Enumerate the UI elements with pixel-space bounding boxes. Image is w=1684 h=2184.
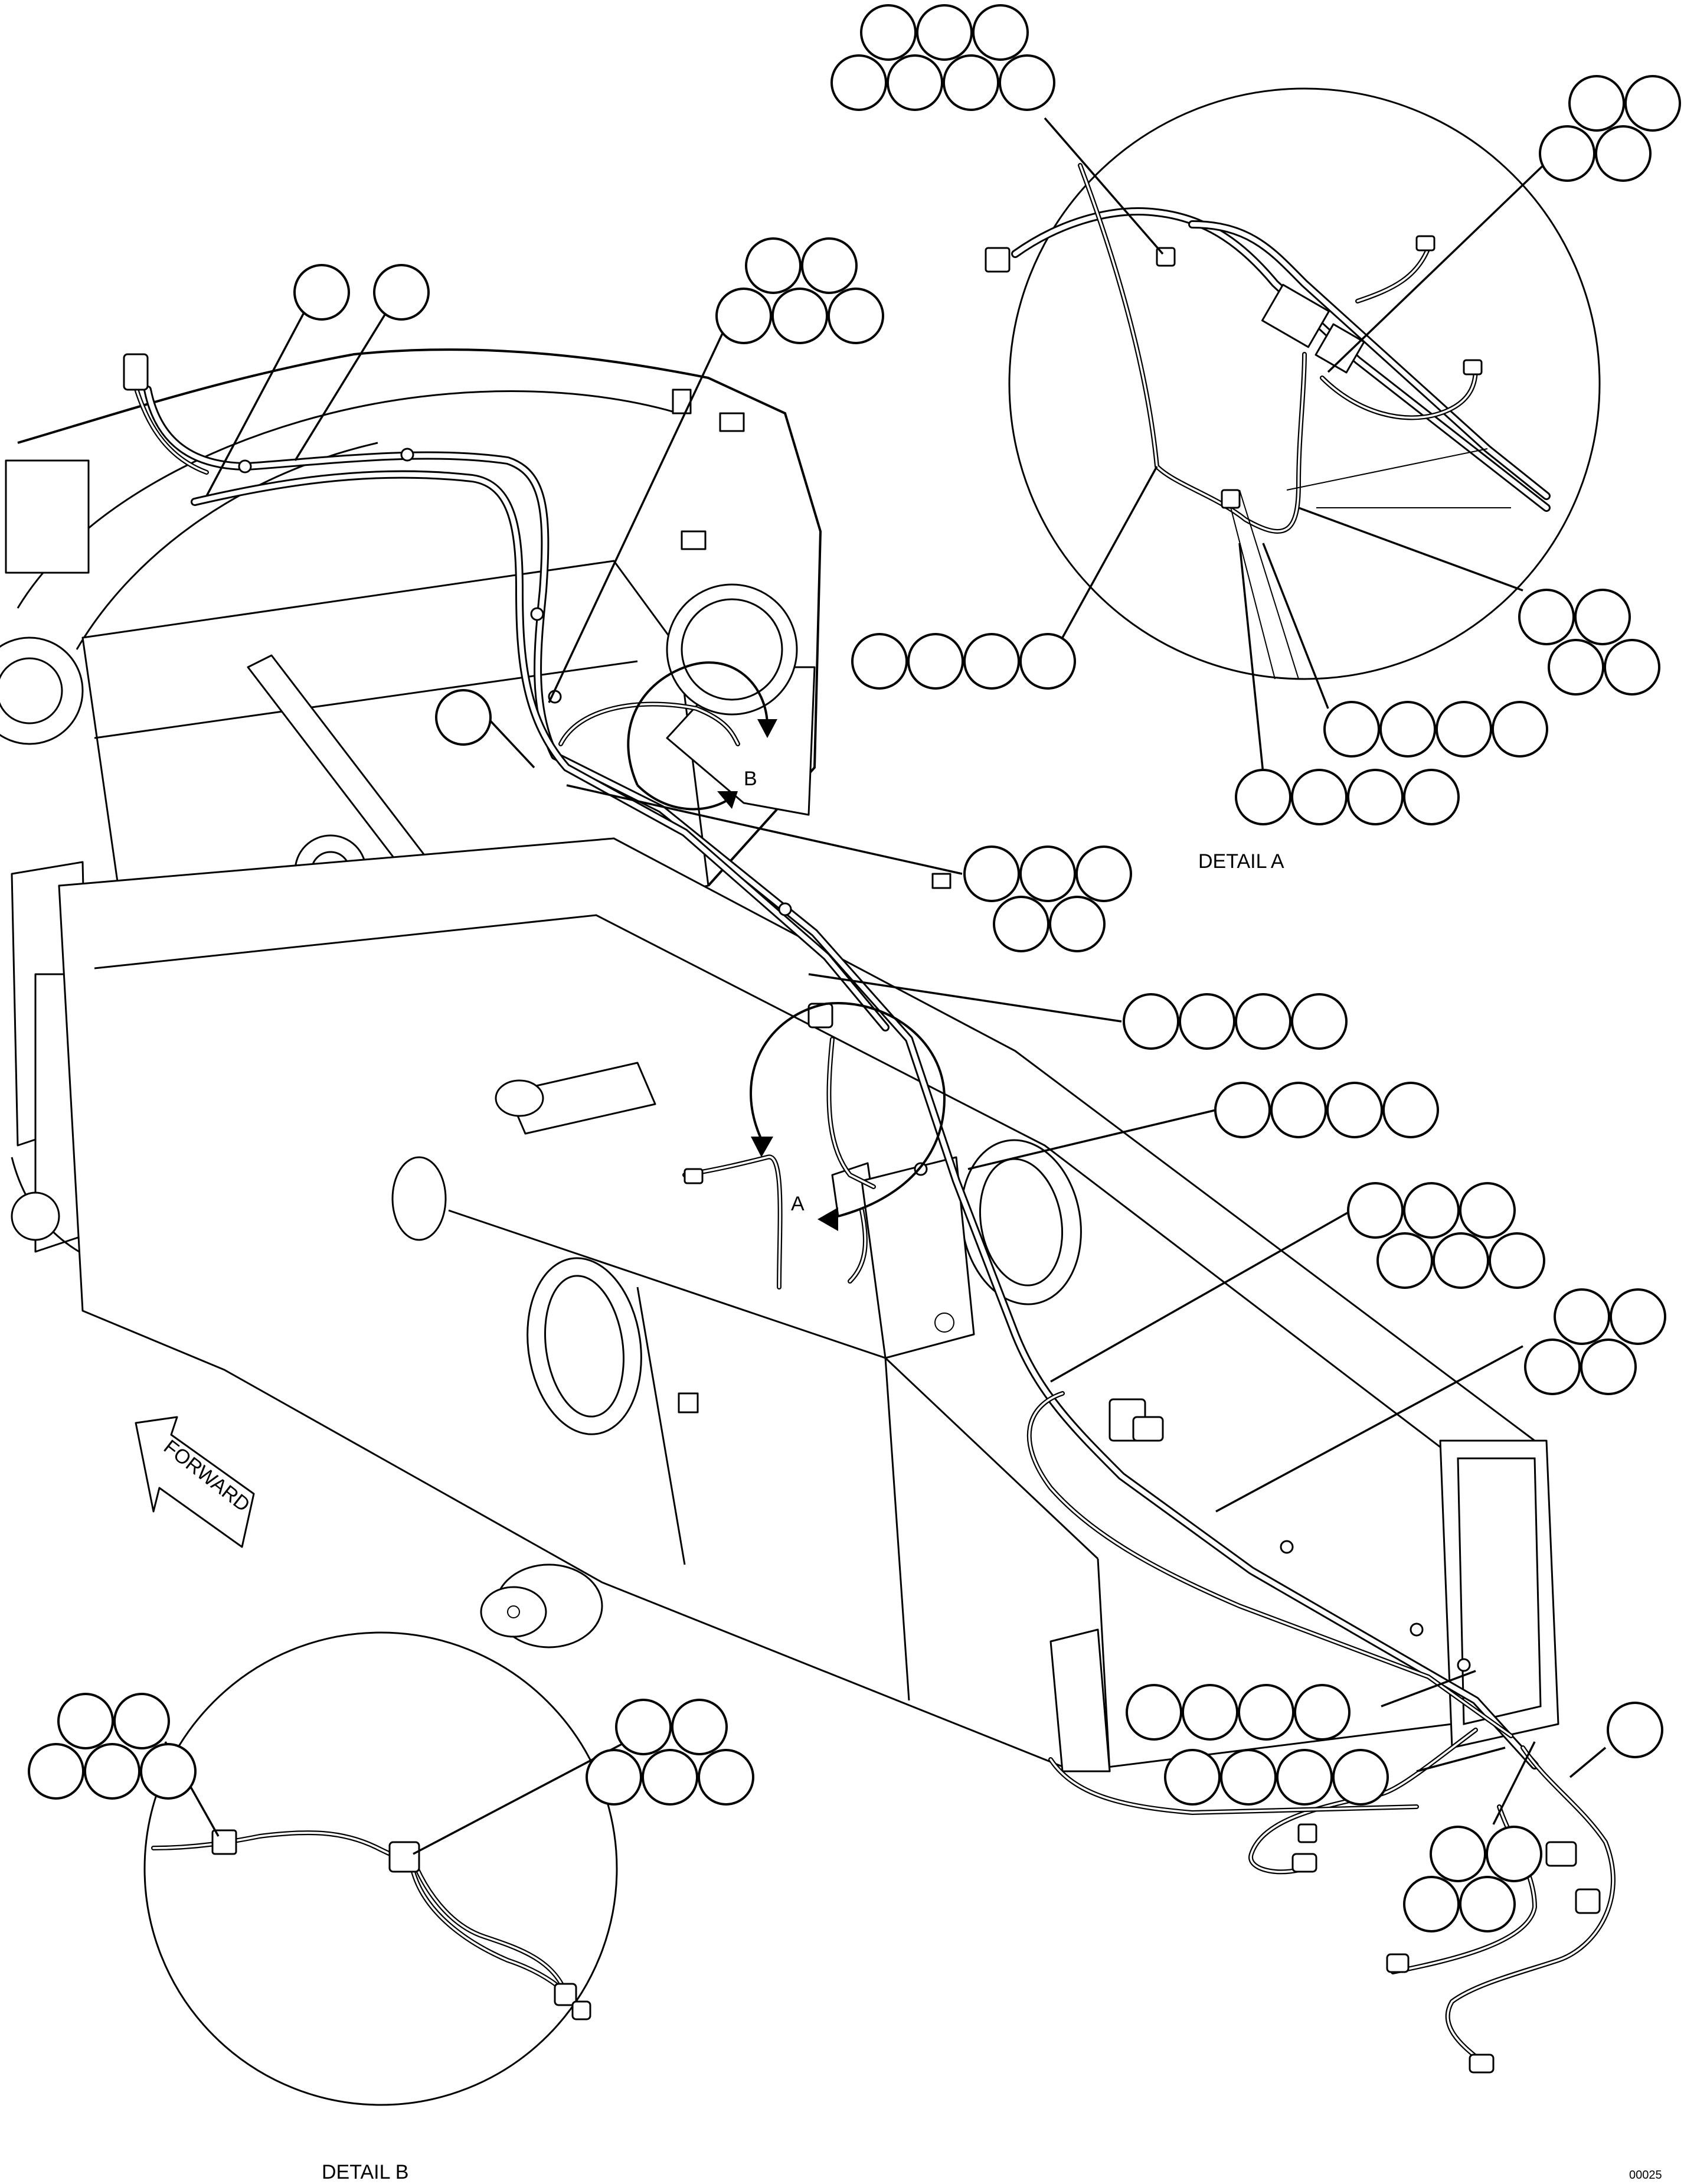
detail-b: DETAIL B — [143, 1631, 618, 2183]
detail-b-label: DETAIL B — [322, 2161, 408, 2183]
electrical-harness — [123, 353, 1616, 2074]
detail-a-label: DETAIL A — [1198, 850, 1284, 873]
view-a-label: A — [791, 1193, 805, 1215]
callout-leaders — [164, 117, 1607, 1855]
view-b-indicator: B — [627, 661, 777, 811]
machine-frame — [0, 348, 1559, 1772]
drawing-number: 00025 — [1629, 2169, 1662, 2182]
detail-a: DETAIL A — [985, 87, 1601, 873]
forward-arrow: FORWARD — [135, 1416, 255, 1548]
view-b-label: B — [744, 768, 757, 790]
callout-balloons — [28, 4, 1681, 1932]
view-a-indicator: A — [750, 1002, 946, 1231]
